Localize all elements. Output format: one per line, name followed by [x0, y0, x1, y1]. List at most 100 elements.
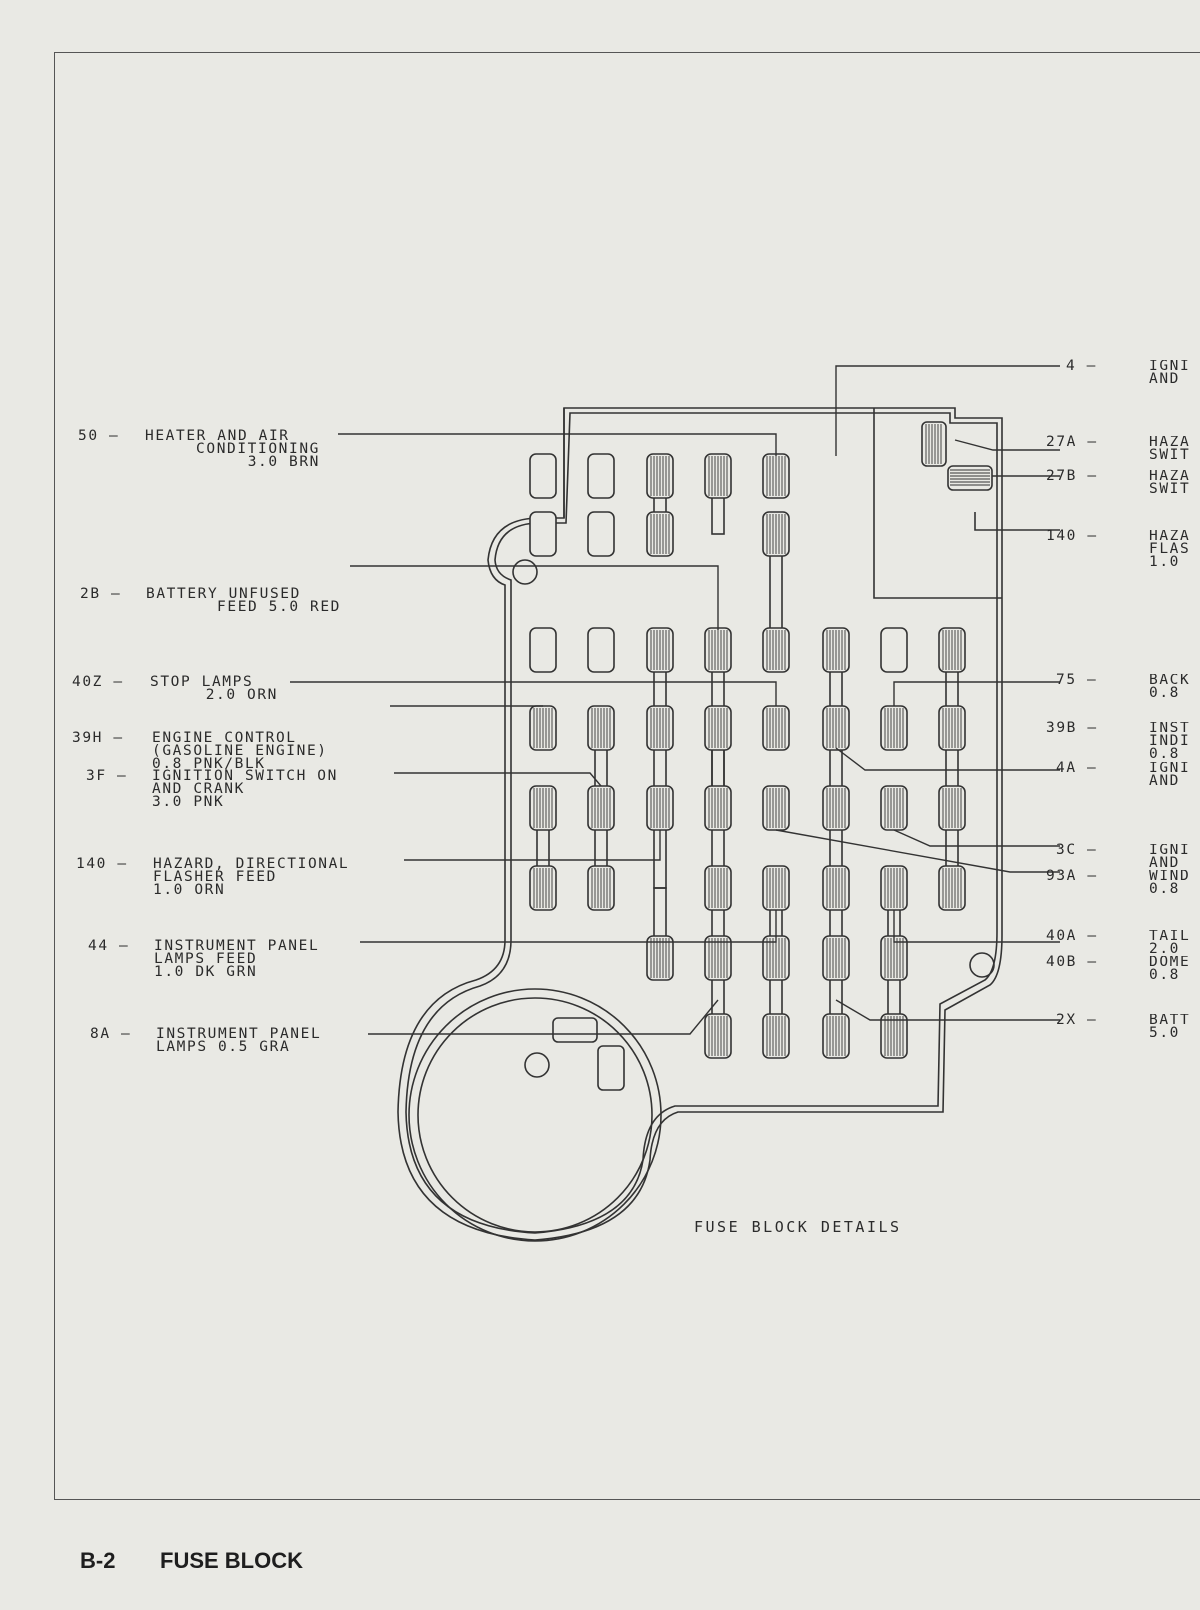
fuse-cell — [880, 1013, 908, 1059]
wire-code-label: 39H – — [72, 730, 124, 746]
fuse-cell — [704, 627, 732, 673]
wire-code-label: 40B – — [1046, 954, 1098, 970]
fuse-cell — [822, 865, 850, 911]
leader-line — [290, 681, 777, 706]
leader-line — [835, 365, 1060, 456]
mount-hole-left — [512, 559, 538, 585]
meter-circle — [417, 997, 653, 1233]
leader-line — [394, 772, 602, 787]
fuse-cell — [704, 865, 732, 911]
wire-code-label: 40Z – — [72, 674, 124, 690]
wire-code-label: 2X – — [1056, 1012, 1098, 1028]
fuse-cell — [704, 1013, 732, 1059]
fuse-cell — [822, 705, 850, 751]
bus-bar — [945, 649, 959, 889]
fuse-cell — [880, 705, 908, 751]
wire-code-label: 4A – — [1056, 760, 1098, 776]
leader-line — [893, 829, 1060, 847]
fuse-cell — [587, 865, 615, 911]
wire-code-label: 93A – — [1046, 868, 1098, 884]
wire-code-label: 39B – — [1046, 720, 1098, 736]
wire-code-label: 4 – — [1066, 358, 1097, 374]
fuse-cell — [646, 785, 674, 831]
leader-line — [835, 999, 1060, 1021]
leader-line — [368, 999, 719, 1035]
fuse-cell — [880, 627, 908, 673]
wire-code-label: 140 – — [1046, 528, 1098, 544]
fuse-block-outline — [397, 407, 1003, 1241]
page-title: FUSE BLOCK — [160, 1548, 303, 1573]
fuse-cell — [762, 935, 790, 981]
hazard-flasher-relay — [947, 465, 993, 491]
fuse-cell — [529, 705, 557, 751]
fuse-cell — [646, 935, 674, 981]
fuse-cell — [646, 627, 674, 673]
leader-line — [350, 565, 719, 630]
mount-hole-right — [969, 952, 995, 978]
circuit-description: ENGINE CONTROL(GASOLINE ENGINE)0.8 PNK/B… — [152, 730, 328, 772]
leader-line — [893, 681, 1060, 706]
fuse-cell — [529, 511, 557, 557]
fuse-cell — [880, 935, 908, 981]
leader-line — [404, 830, 661, 861]
fuse-cell — [762, 627, 790, 673]
fuse-cell — [529, 865, 557, 911]
wire-code-label: 27A – — [1046, 434, 1098, 450]
wire-code-label: 3F – — [86, 768, 128, 784]
fuse-cell — [529, 785, 557, 831]
fuse-cell — [822, 935, 850, 981]
hazard-flasher-relay — [921, 421, 947, 467]
wire-code-label: 2B – — [80, 586, 122, 602]
leader-line — [360, 910, 777, 943]
fuse-cell — [704, 453, 732, 499]
leader-lines — [290, 365, 1060, 1035]
page-frame — [54, 52, 1200, 1500]
wire-code-label: 75 – — [1056, 672, 1098, 688]
fuse-cell — [587, 785, 615, 831]
fuse-cell — [762, 511, 790, 557]
leader-line — [775, 829, 1060, 873]
fuse-group — [529, 421, 993, 1059]
fuse-cell — [704, 705, 732, 751]
fuse-cell — [822, 1013, 850, 1059]
wire-code-label: 27B – — [1046, 468, 1098, 484]
wire-code-label: 44 – — [88, 938, 130, 954]
fuse-cell — [880, 865, 908, 911]
wire-code-label: 3C – — [1056, 842, 1098, 858]
fuse-cell — [822, 627, 850, 673]
wire-code-label: 140 – — [76, 856, 128, 872]
fuse-cell — [646, 511, 674, 557]
fuse-cell — [762, 705, 790, 751]
page-number: B-2 — [80, 1548, 116, 1573]
fuse-cell — [587, 705, 615, 751]
fuse-cell — [704, 785, 732, 831]
fuse-cell — [762, 865, 790, 911]
leader-line — [893, 910, 1060, 943]
leader-line — [835, 747, 1060, 771]
fuse-cell — [880, 785, 908, 831]
fuse-cell — [646, 453, 674, 499]
page-footer: B-2 FUSE BLOCK — [80, 1548, 303, 1574]
fuse-cell — [587, 511, 615, 557]
fuse-cell — [529, 453, 557, 499]
diagram-caption: FUSE BLOCK DETAILS — [694, 1218, 902, 1236]
fuse-cell — [587, 627, 615, 673]
